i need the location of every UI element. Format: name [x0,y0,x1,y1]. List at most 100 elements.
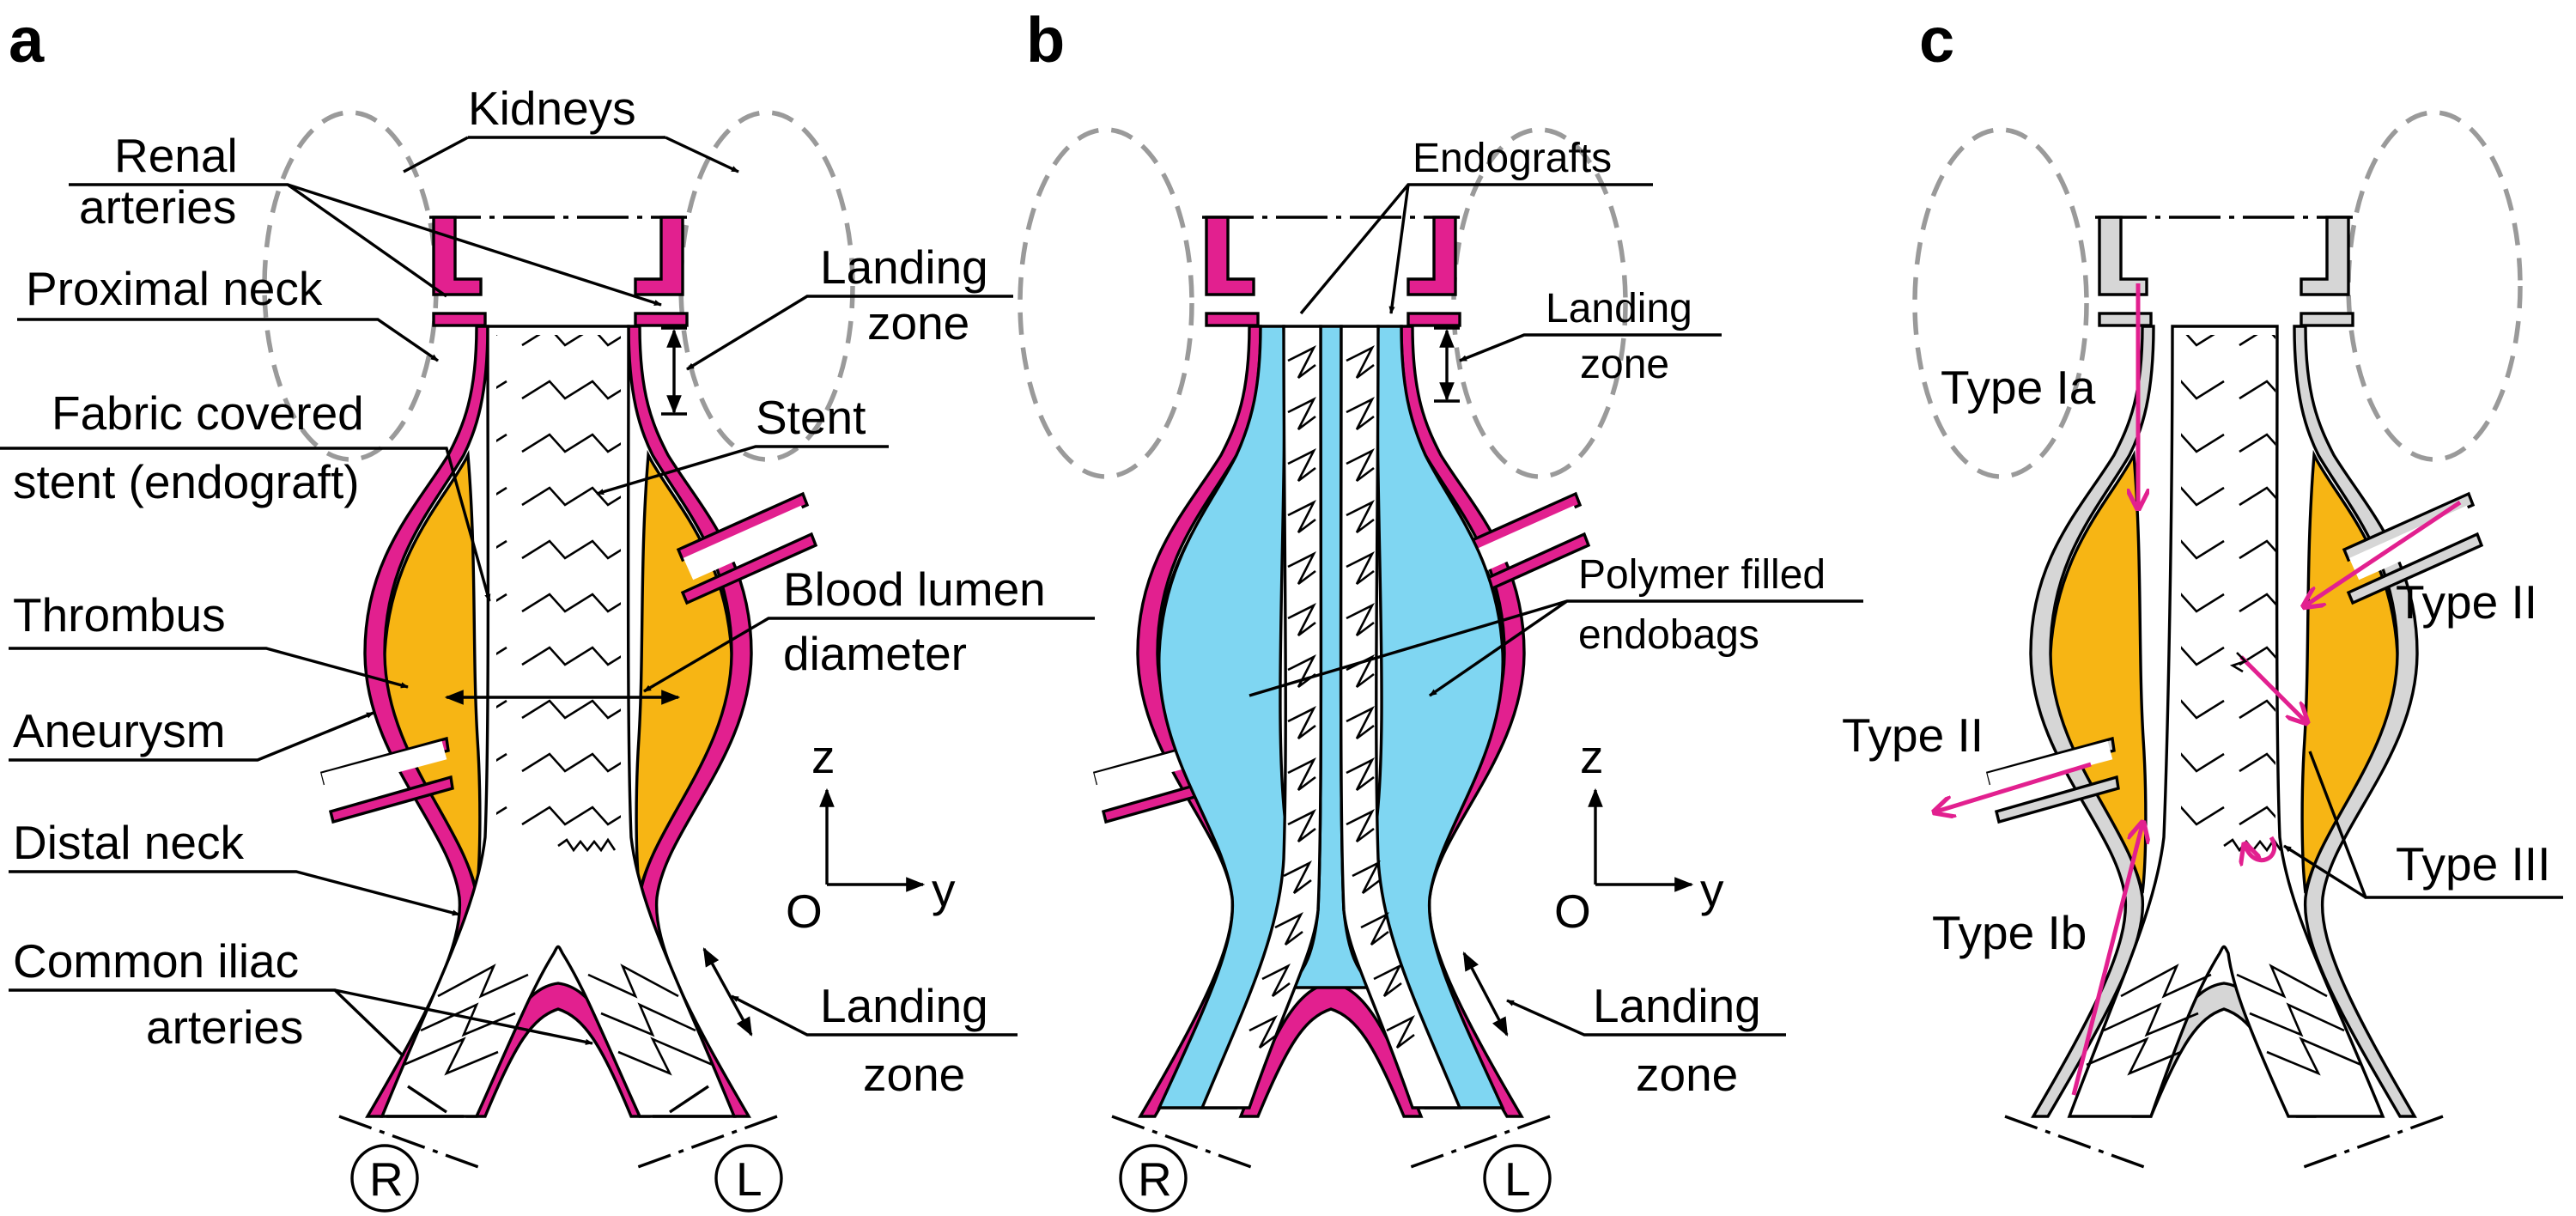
iliac-label-1: Common iliac [13,934,299,988]
lumbar-branch-right-2 [680,532,818,605]
iliac-stent-left [403,964,529,1076]
landing-zone-top-label-1: Landing [820,240,988,294]
axis-z-label: z [811,730,835,783]
type-ia-label: Type Ia [1941,361,2096,414]
landing-zone-top-label-2: zone [867,296,969,350]
aneurysm-wall-left [1136,325,1262,1118]
aneurysm-leader [9,711,374,762]
panel-c: c Type Ia Type II [1842,4,2563,1170]
landing-zone-bottom-leader [731,994,1018,1037]
right-marker-label: R [369,1152,404,1206]
iliac-stent-left [2086,964,2212,1076]
kidney-left [1912,127,2089,479]
panel-a-letter: a [9,4,45,76]
thrombus-leader [9,647,409,689]
thrombus-label: Thrombus [13,588,226,641]
polymer-label-1: Polymer filled [1578,552,1826,598]
lumbar-branch-left-2 [328,775,454,824]
kidneys-label: Kidneys [468,82,636,135]
stent-label: Stent [756,391,866,444]
landing-zone-bottom-label-2: zone [1636,1048,1738,1101]
bifurcation-saddle [1238,982,1424,1118]
endograft-stent-right [1346,345,1415,1049]
endoleak-type-iii-arrow-2 [2245,836,2277,860]
kidneys-leader [403,136,738,172]
renal-label-1: Renal [114,129,238,182]
left-marker-circle [1483,1144,1552,1213]
renal-artery-left [2098,216,2148,296]
landing-zone-bottom-arrow [702,947,753,1037]
kidney-right [1451,127,1628,479]
landing-zone-bottom-arrow [1462,952,1509,1037]
right-marker-circle [1119,1144,1188,1213]
panel-c-letter: c [1919,4,1954,76]
neck-cap-right [2300,312,2354,327]
iliac-bottom-right [653,1085,730,1118]
type-ii-right-label: Type II [2396,575,2537,629]
right-marker-circle [350,1144,419,1213]
landing-zone-bottom-label-1: Landing [1593,979,1761,1032]
renal-leader [69,183,661,305]
kidney-right [678,110,855,462]
blood-lumen-label-1: Blood lumen [783,562,1046,616]
left-marker-circle [714,1144,783,1213]
kidney-right [2346,110,2523,462]
aneurysm-wall-left [2029,325,2155,1118]
endografts-leader [1299,183,1653,313]
endoleak-source-mark [2229,652,2248,673]
landing-zone-bottom-label-1: Landing [820,979,988,1032]
lumbar-branch-right [676,491,810,562]
fabric-label-2: stent (endograft) [13,455,360,508]
neck-cap-left [2098,312,2153,327]
proximal-neck-label: Proximal neck [26,262,323,315]
endoleak-type-ii-right-arrow [2306,500,2462,605]
panel-a: a [0,4,1095,1213]
fabric-label-1: Fabric covered [52,386,364,440]
lumbar-branch-left-2 [1994,775,2120,824]
landing-zone-bottom-label-2: zone [863,1048,965,1101]
axis-o-label: O [1554,885,1591,938]
panel-b: b Endografts Landing [1018,4,1863,1213]
endograft-left [1200,325,1323,1110]
left-marker-label: L [736,1152,762,1206]
blood-lumen-leader [643,617,1095,693]
bottom-cut-lines [2004,1115,2444,1170]
left-marker-label: L [1504,1152,1531,1206]
renal-artery-right [1406,216,1457,296]
lumbar-branch-right [2342,491,2476,562]
bottom-cut-lines [1111,1115,1551,1170]
renal-label-2: arteries [79,180,236,234]
type-iii-leader [2284,751,2563,899]
type-ib-label: Type Ib [1932,906,2087,959]
endograft-stent-pattern [2181,335,2275,837]
endobag-right [1372,325,1505,1110]
landing-zone-bottom-leader [1506,999,1786,1037]
right-marker-label: R [1138,1152,1172,1206]
aneurysm-label: Aneurysm [13,704,226,757]
endobag-left [1157,325,1290,1110]
landing-zone-top-label-1: Landing [1546,286,1692,331]
landing-zone-top-label-2: zone [1580,342,1669,387]
axis-y-label: y [932,863,956,916]
iliac-stent-right [587,964,714,1076]
iliac-leader [9,988,592,1058]
endoleak-type-iii-arrow [2239,655,2306,721]
landing-zone-top-leader [686,295,1013,371]
polymer-leader [1249,599,1863,696]
fabric-leader [0,447,491,602]
iliac-bottom-left [386,1085,464,1118]
neck-cap-right [1406,312,1461,327]
endografts-label: Endografts [1413,136,1612,181]
polymer-label-2: endobags [1578,612,1759,658]
renal-artery-left [432,216,483,296]
distal-neck-leader [9,870,460,916]
type-ii-left-label: Type II [1842,708,1984,762]
neck-cap-left [432,312,487,327]
stent-top-seam [557,837,617,853]
axis-y-label: y [1700,863,1724,916]
endograft-stent-pattern [496,335,621,837]
type-iii-label: Type III [2396,837,2550,891]
landing-zone-top-leader [1459,333,1722,362]
axis-o-label: O [786,885,823,938]
